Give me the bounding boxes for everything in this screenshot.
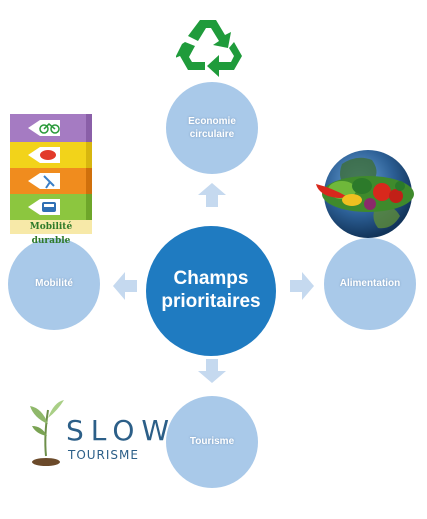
center-title-line1: Champs: [173, 268, 249, 290]
car-icon: [28, 147, 60, 163]
badge-panel-bus: [10, 194, 92, 220]
mobility-badge: Mobilité durable: [8, 114, 92, 246]
arrow-left: [113, 272, 137, 300]
node-top-line2: circulaire: [189, 129, 235, 140]
recycle-icon: [176, 20, 242, 77]
node-economie-circulaire: Economie circulaire: [166, 82, 258, 174]
slow-tourism-logo: SLOW TOURISME: [24, 396, 174, 470]
arrow-up: [198, 183, 226, 207]
arrow-right: [290, 272, 314, 300]
badge-panel-car: [10, 142, 92, 168]
badge-caption: Mobilité durable: [10, 220, 92, 246]
center-title-line2: prioritaires: [161, 291, 261, 312]
badge-panel-walk: [10, 168, 92, 194]
slow-text: SLOW: [66, 414, 177, 447]
center-node: Champs prioritaires: [146, 226, 276, 356]
node-right-label: Alimentation: [339, 278, 401, 290]
bus-icon: [28, 199, 60, 215]
tourisme-text: TOURISME: [68, 448, 139, 462]
badge-panel-bike: [10, 114, 92, 142]
pedestrian-icon: [28, 173, 60, 189]
node-tourisme: Tourisme: [166, 396, 258, 488]
bicycle-icon: [28, 120, 60, 136]
node-bottom-label: Tourisme: [189, 436, 235, 448]
sprout-icon: [30, 400, 64, 466]
node-left-label: Mobilité: [35, 278, 73, 290]
node-mobilite: Mobilité: [8, 238, 100, 330]
node-top-line1: Economie: [188, 115, 236, 127]
earth-vegetables-icon: [316, 150, 414, 238]
node-alimentation: Alimentation: [324, 238, 416, 330]
arrow-down: [198, 359, 226, 383]
